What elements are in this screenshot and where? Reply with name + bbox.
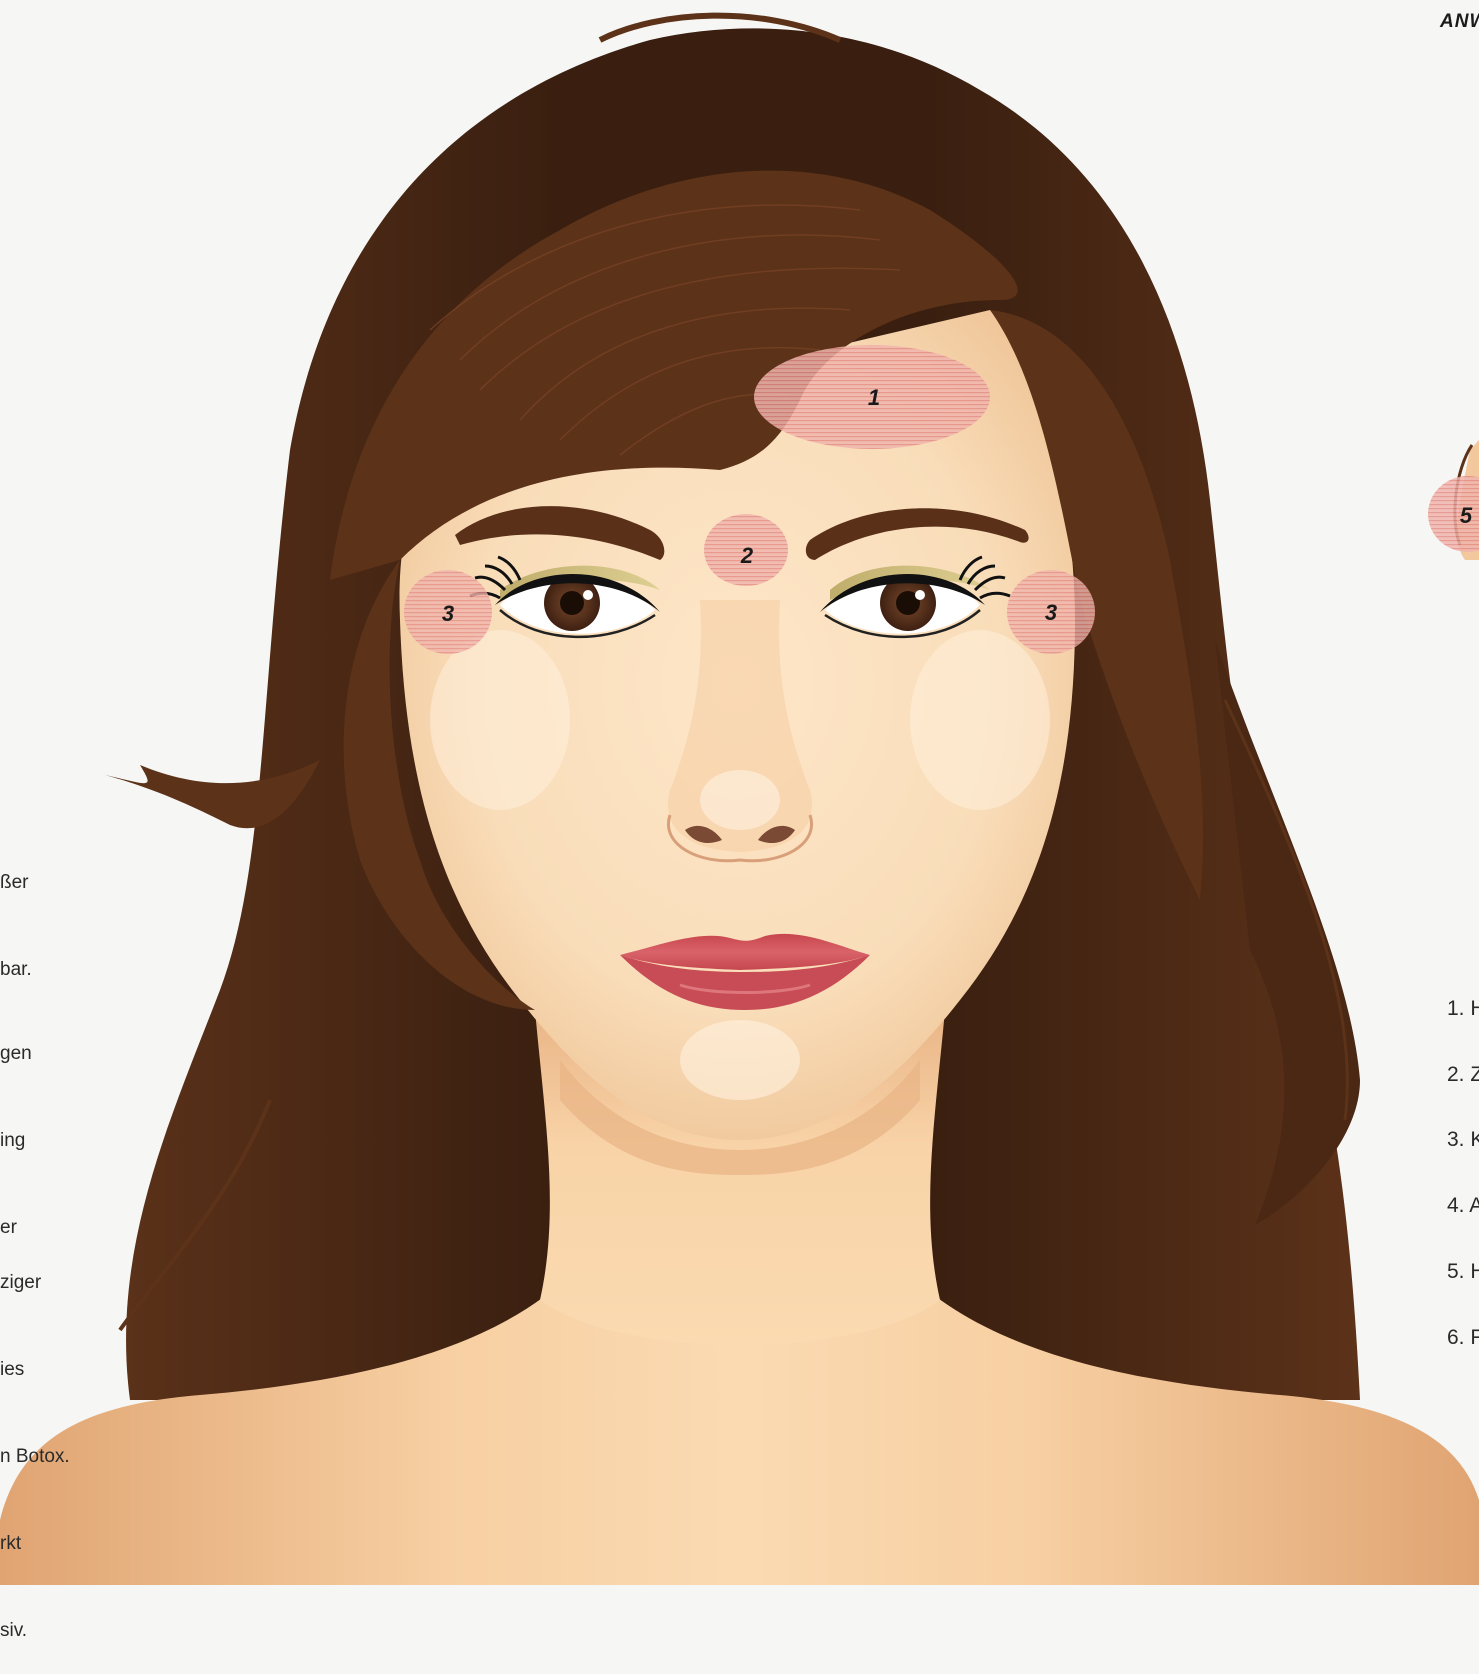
legend-item-3: 3. K [1447,1128,1479,1152]
text-line: gen [0,1039,32,1068]
left-text-fragment-3: ziger ies n Botox. rkt siv. [0,1210,70,1674]
text-line: ing [0,1126,32,1155]
face-illustration: 1 2 3 3 5 [0,0,1479,1585]
legend-item-2: 2. Z [1447,1063,1479,1087]
text-line: ies [0,1355,70,1384]
zone-5-marker: 5 [1428,476,1479,552]
zone-3-right-label: 3 [1045,600,1057,625]
zone-5-label: 5 [1460,503,1473,528]
zone-3-right-marker: 3 [1007,570,1095,654]
text-line: ziger [0,1268,70,1297]
legend-item-5: 5. H [1447,1260,1479,1284]
zone-3-left-marker: 3 [404,570,492,654]
zone-2-label: 2 [740,543,754,568]
legend-item-6: 6. F [1447,1326,1479,1350]
text-line: ßer [0,868,32,897]
zone-1-label: 1 [868,385,880,410]
text-line: rkt [0,1529,70,1558]
heading-fragment: ANW [1440,11,1479,33]
legend-item-4: 4. A [1447,1194,1479,1218]
zone-1-marker: 1 [754,345,990,449]
legend-item-1: 1. H [1447,997,1479,1021]
zone-3-left-label: 3 [442,601,454,626]
text-line: siv. [0,1616,70,1645]
text-line: n Botox. [0,1442,70,1471]
text-line: bar. [0,955,32,984]
zone-2-marker: 2 [704,514,788,586]
